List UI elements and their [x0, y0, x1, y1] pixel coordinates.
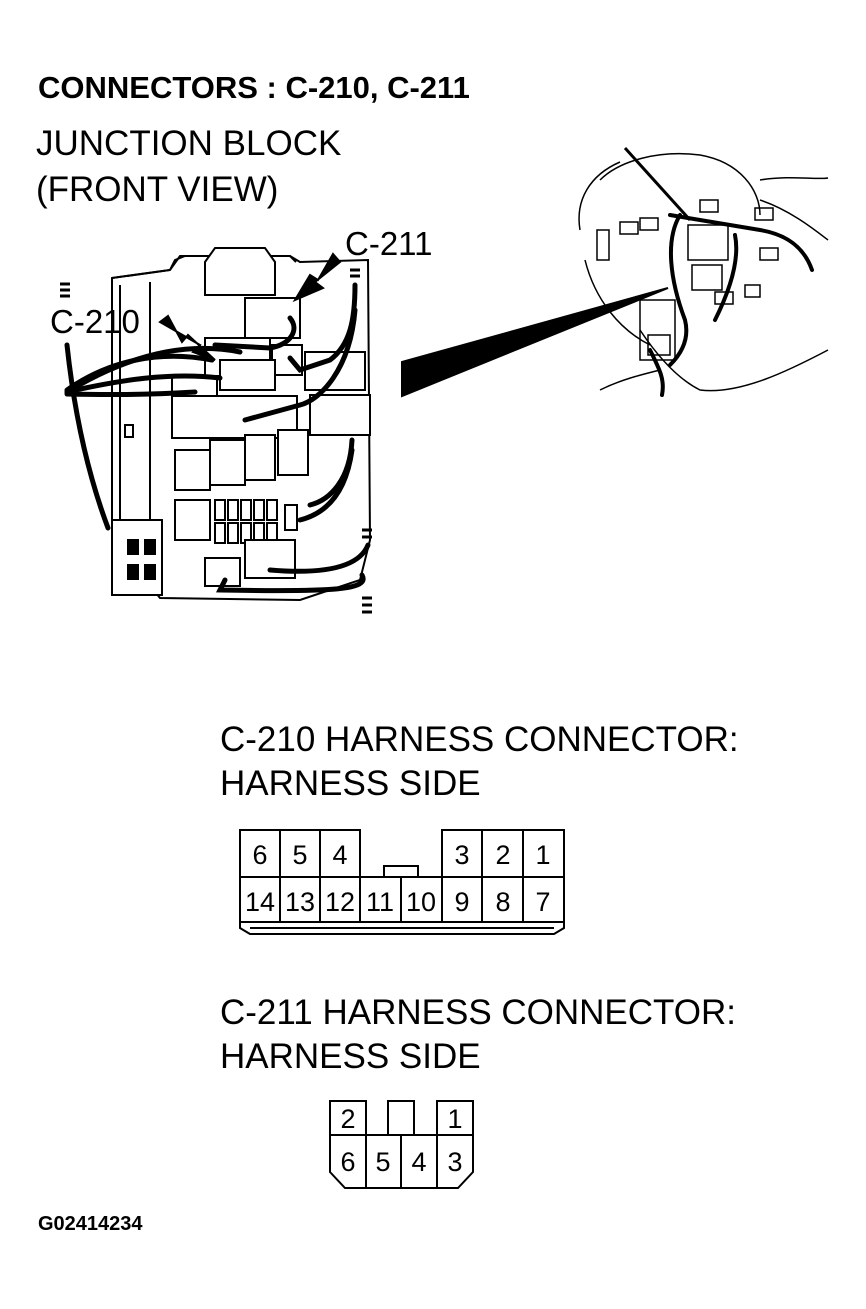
- c210-pin: 7: [535, 887, 550, 917]
- c210-pin: 5: [292, 840, 307, 870]
- c211-pin: 5: [375, 1147, 390, 1177]
- c211-pin: 3: [447, 1147, 462, 1177]
- dashboard-locator-illustration: [578, 146, 829, 397]
- c210-subheading: HARNESS SIDE: [220, 764, 481, 803]
- c211-pin: 2: [340, 1104, 355, 1134]
- location-pointer: [401, 287, 669, 398]
- c210-pin: 12: [325, 887, 355, 917]
- c211-callout-label: C-211: [345, 225, 432, 262]
- c210-connector-face: [239, 829, 565, 935]
- c210-pin: 13: [285, 887, 315, 917]
- c211-pin: 4: [411, 1147, 426, 1177]
- page-title: CONNECTORS : C-210, C-211: [38, 70, 470, 105]
- c210-pin: 4: [332, 840, 347, 870]
- c211-heading: C-211 HARNESS CONNECTOR:: [220, 993, 737, 1032]
- front-view-label: (FRONT VIEW): [36, 170, 279, 209]
- c211-connector-face: [329, 1100, 474, 1189]
- figure-code: G02414234: [38, 1213, 143, 1235]
- c210-pin: 3: [454, 840, 469, 870]
- c210-callout-label: C-210: [50, 303, 140, 340]
- c210-pin: 8: [495, 887, 510, 917]
- c210-heading: C-210 HARNESS CONNECTOR:: [220, 720, 739, 759]
- c211-pin: 1: [447, 1104, 462, 1134]
- c210-pin: 9: [454, 887, 469, 917]
- c210-pin: 14: [245, 887, 275, 917]
- c210-pin: 11: [366, 887, 394, 917]
- junction-block-label: JUNCTION BLOCK: [36, 124, 342, 163]
- c211-pin: 6: [340, 1147, 355, 1177]
- junction-block-illustration: [60, 247, 372, 614]
- c210-pin: 2: [495, 840, 510, 870]
- c210-pin: 6: [252, 840, 267, 870]
- c210-pin: 10: [406, 887, 436, 917]
- c210-pin: 1: [535, 840, 550, 870]
- c211-subheading: HARNESS SIDE: [220, 1037, 481, 1076]
